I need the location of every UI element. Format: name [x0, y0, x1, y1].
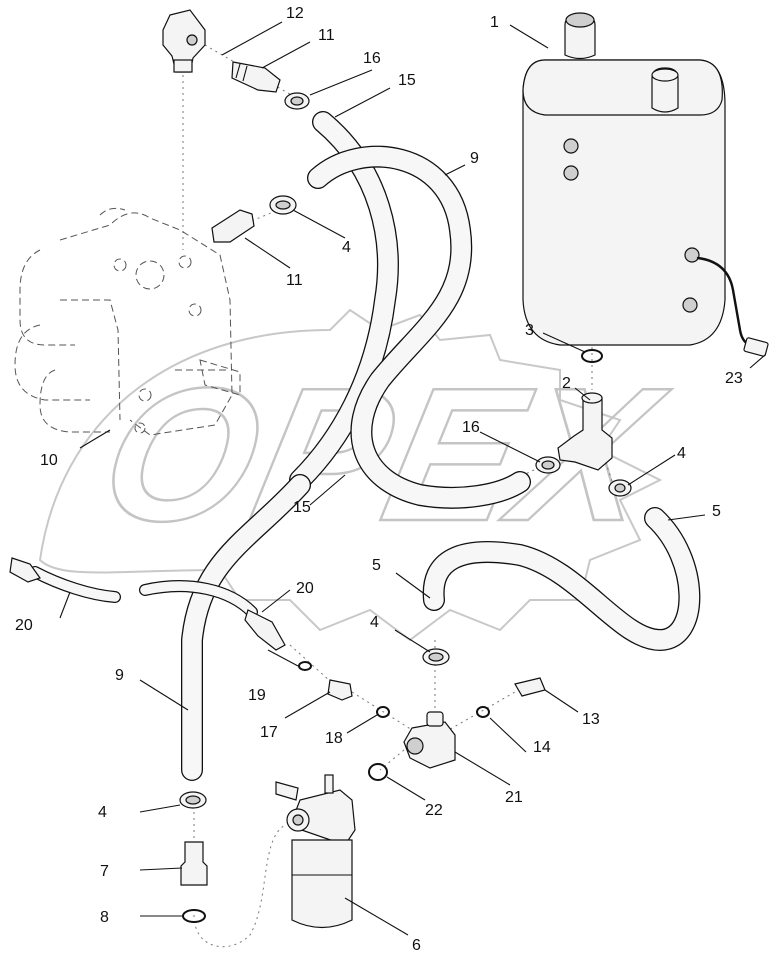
elbow-fitting [162, 9, 206, 73]
callout-13: 13 [582, 711, 600, 728]
callout-9b: 9 [115, 667, 124, 684]
callout-21: 21 [505, 789, 523, 806]
control-valve-block [14, 207, 241, 436]
callout-18: 18 [325, 730, 343, 747]
callout-23: 23 [725, 370, 743, 387]
leader-lines [59, 21, 766, 936]
callout-20a: 20 [15, 617, 33, 634]
callout-7: 7 [100, 863, 109, 880]
callout-1: 1 [490, 14, 499, 31]
callout-10: 10 [40, 452, 58, 469]
callout-15b: 15 [293, 499, 311, 516]
callout-16b: 16 [462, 419, 480, 436]
callout-9a: 9 [470, 150, 479, 167]
callout-4a: 4 [342, 239, 351, 256]
callout-15a: 15 [398, 72, 416, 89]
callout-22: 22 [425, 802, 443, 819]
fittings [9, 61, 632, 923]
callout-11a: 11 [286, 272, 303, 289]
callout-14: 14 [533, 739, 551, 756]
callout-5a: 5 [712, 503, 721, 520]
callout-17: 17 [260, 724, 278, 741]
callout-3: 3 [525, 322, 534, 339]
callout-2: 2 [562, 375, 571, 392]
callout-4c: 4 [370, 614, 379, 631]
callout-4b: 4 [677, 445, 686, 462]
callout-4d: 4 [98, 804, 107, 821]
oil-filter [275, 774, 356, 929]
callout-6: 6 [412, 937, 421, 954]
callout-16a: 16 [363, 50, 381, 67]
watermark-gear [38, 308, 663, 642]
hoses [29, 111, 701, 781]
callout-12: 12 [286, 5, 304, 22]
callout-20b: 20 [296, 580, 314, 597]
callout-8: 8 [100, 909, 109, 926]
callout-19: 19 [248, 687, 266, 704]
callout-11b: 11 [318, 27, 335, 44]
callout-5b: 5 [372, 557, 381, 574]
reservoir-tank [522, 12, 769, 357]
callouts: 1 2 3 4 4 4 4 5 5 6 7 8 9 9 10 11 11 12 … [15, 5, 743, 954]
